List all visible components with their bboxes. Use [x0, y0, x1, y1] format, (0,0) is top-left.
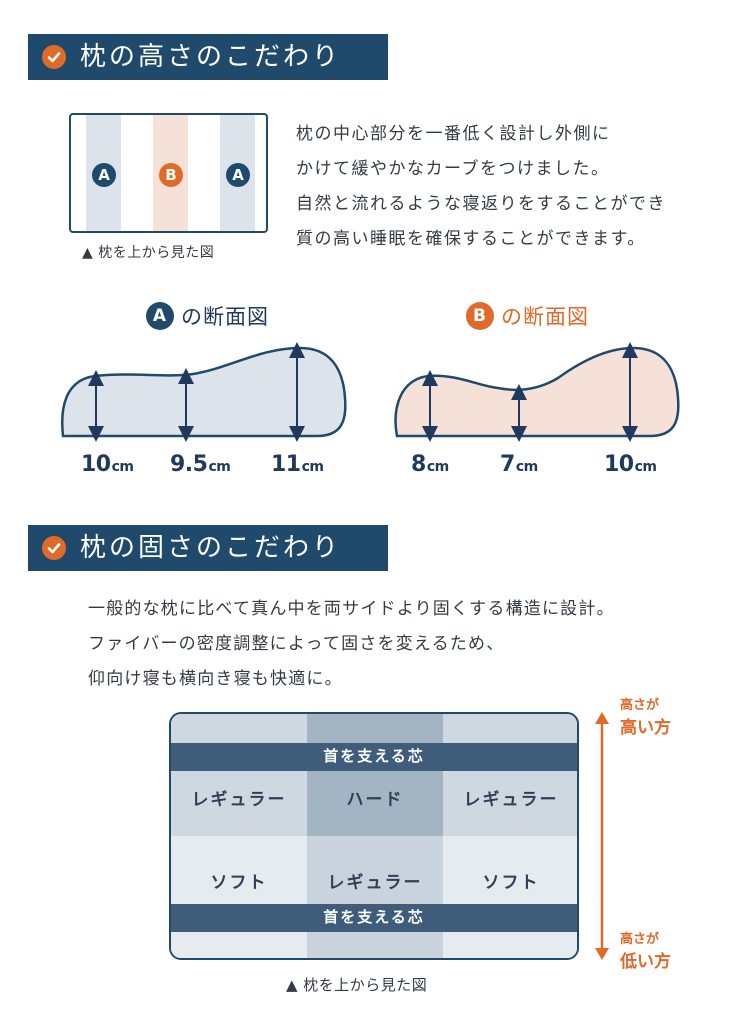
- height-low-label: 高さが 低い方: [612, 928, 692, 972]
- height-high-label: 高さが 高い方: [612, 694, 692, 738]
- label-small: 高さが: [620, 698, 660, 713]
- zone-badge-a: A: [226, 163, 250, 187]
- cross-section-label: の断面図: [181, 305, 269, 329]
- grid-lower-left: [171, 836, 307, 958]
- grid-caption: ▲ 枕を上から見た図: [286, 976, 428, 994]
- text-line: 自然と流れるような寝返りをすることができ: [296, 194, 666, 214]
- cross-section-a-title: A の断面図: [146, 301, 269, 331]
- section-banner-height: 枕の高さのこだわり: [28, 34, 388, 80]
- text-line: ファイバーの密度調整によって固さを変えるため、: [88, 634, 505, 654]
- top-view-caption: ▲ 枕を上から見た図: [82, 245, 215, 261]
- pillow-profile-a: [61, 346, 347, 438]
- text-line: 一般的な枕に比べて真ん中を両サイドより固くする構造に設計。: [88, 599, 615, 619]
- pillow-top-view: A B A: [69, 113, 268, 233]
- section-title: 枕の高さのこだわり: [80, 42, 342, 72]
- measurement-a-2: 9.5cm: [170, 452, 231, 477]
- cross-section-label: の断面図: [501, 305, 589, 329]
- core-label-top: 首を支える芯: [323, 747, 425, 765]
- grid-lower-center: [307, 836, 443, 958]
- check-icon: [42, 536, 66, 560]
- core-label-bottom: 首を支える芯: [323, 908, 425, 926]
- measurement-a-3: 11cm: [271, 452, 324, 477]
- cross-section-a-diagram: [61, 342, 347, 442]
- cross-section-b-diagram: [394, 342, 680, 442]
- cell-bottom-center: レギュラー: [327, 873, 423, 893]
- cell-bottom-left: ソフト: [210, 873, 268, 893]
- measurement-b-1: 8cm: [411, 452, 449, 477]
- text-line: かけて緩やかなカーブをつけました。: [296, 159, 610, 179]
- zone-badge-b: B: [159, 163, 183, 187]
- height-direction-arrow-icon: [595, 712, 609, 960]
- label-big: 低い方: [620, 952, 671, 972]
- text-line: 仰向け寝も横向き寝も快適に。: [88, 669, 343, 689]
- label-big: 高い方: [620, 718, 671, 738]
- badge-a: A: [146, 302, 174, 330]
- firmness-grid: [169, 712, 579, 960]
- cell-top-left: レギュラー: [191, 790, 287, 810]
- section-banner-firmness: 枕の固さのこだわり: [28, 525, 388, 571]
- core-band-bottom: [171, 904, 577, 932]
- zone-badge-a: A: [92, 163, 116, 187]
- label-small: 高さが: [620, 932, 660, 947]
- badge-b: B: [466, 302, 494, 330]
- text-line: 枕の中心部分を一番低く設計し外側に: [296, 124, 611, 144]
- check-icon: [42, 45, 66, 69]
- core-band-top: [171, 743, 577, 771]
- measurement-b-3: 10cm: [604, 452, 657, 477]
- cell-top-right: レギュラー: [463, 790, 559, 810]
- height-description: 枕の中心部分を一番低く設計し外側に かけて緩やかなカーブをつけました。 自然と流…: [296, 117, 666, 257]
- text-line: 質の高い睡眠を確保することができます。: [296, 229, 646, 249]
- pillow-profile-b: [394, 346, 680, 438]
- firmness-description: 一般的な枕に比べて真ん中を両サイドより固くする構造に設計。 ファイバーの密度調整…: [88, 592, 615, 697]
- grid-lower-right: [443, 836, 577, 958]
- cell-bottom-right: ソフト: [482, 873, 540, 893]
- cross-section-b-title: B の断面図: [466, 301, 589, 331]
- cell-top-center: ハード: [346, 790, 404, 810]
- measurement-a-1: 10cm: [81, 452, 134, 477]
- section-title: 枕の固さのこだわり: [80, 533, 342, 563]
- measurement-b-2: 7cm: [500, 452, 538, 477]
